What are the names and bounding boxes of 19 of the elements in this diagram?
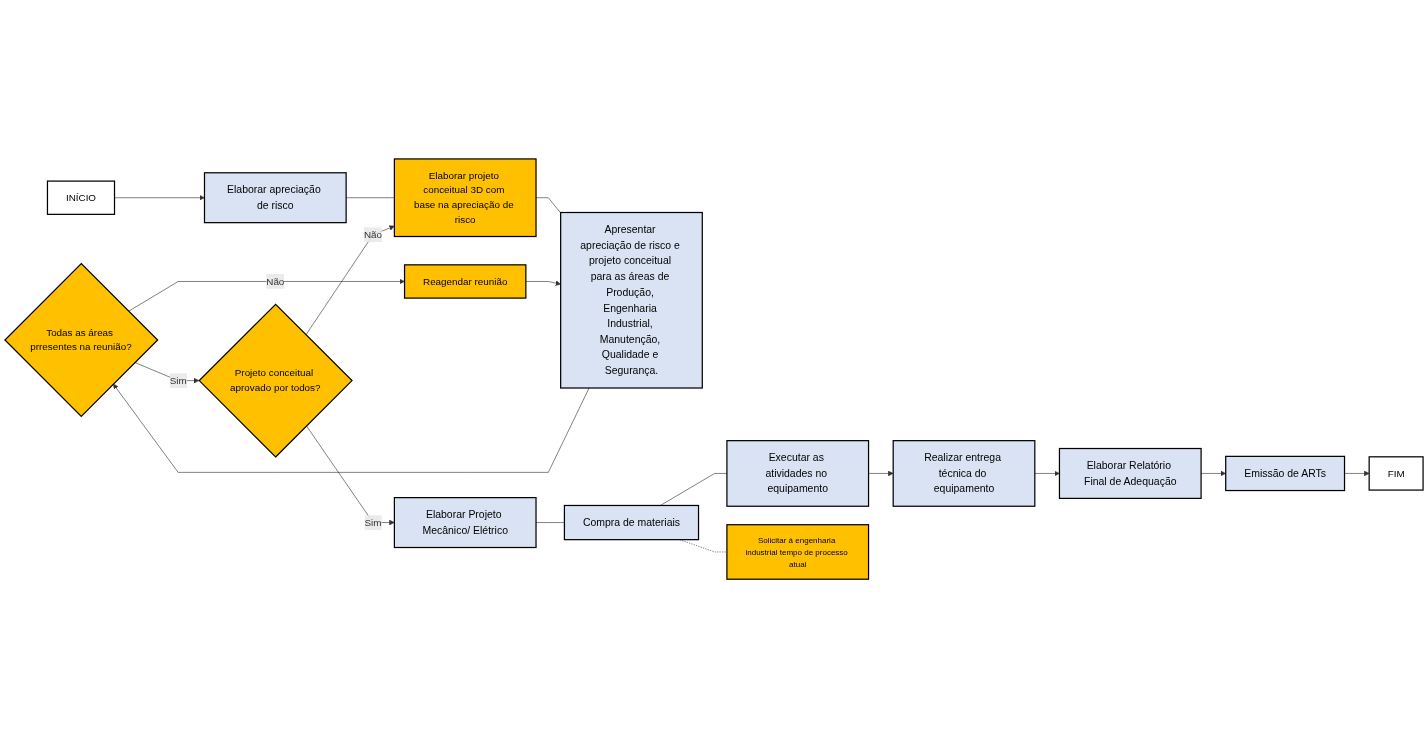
node-box: Realizar entrega técnica do equipamento: [892, 439, 1036, 507]
node-box: Solicitar á engenharia industrial tempo de processo atual: [726, 524, 870, 580]
node-box: Emissão de ARTs: [1225, 455, 1346, 492]
node-box: Compra de materiais: [563, 504, 700, 541]
node-box: Apresentar apreciação de risco e projeto conceitual para as áreas de Produção, Engenharia Industrial, Manutenção, Qualidade e Segurança.: [560, 211, 703, 389]
node-box: Elaborar apreciação de risco: [203, 172, 347, 224]
node-box: Executar as atividades no equipamento: [726, 439, 870, 507]
node-diamond: Projeto conceitual aprovado por todos?: [198, 303, 353, 458]
node-box: Reagendar reunião: [403, 264, 527, 299]
node-box: Elaborar Relatório Final de Adequação: [1058, 447, 1202, 499]
node-diamond: Todas as áreas prresentes na reunião?: [4, 262, 159, 418]
node-box: FIM: [1368, 456, 1424, 491]
node-box: Elaborar Projeto Mecânico/ Elétrico: [393, 496, 537, 549]
edge-label: Sim: [364, 516, 382, 528]
node-box: INÍCIO: [46, 180, 116, 215]
edge-label: Sim: [169, 375, 187, 386]
node-box: Elaborar projeto conceitual 3D com base na apreciação de risco: [393, 158, 537, 238]
edge-label: Não: [363, 229, 383, 240]
edge-label: Não: [266, 275, 285, 287]
